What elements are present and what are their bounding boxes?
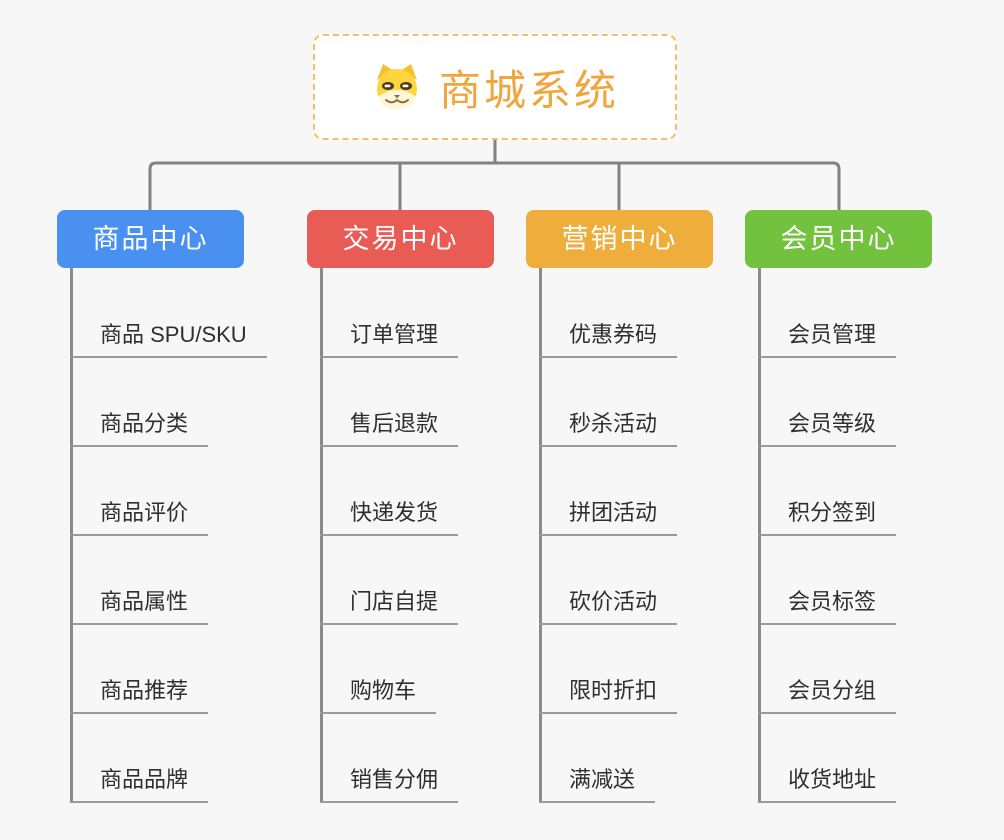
branch-marketing-center: 营销中心 优惠券码 秒杀活动 拼团活动 砍价活动 限时折扣 满减送 bbox=[526, 210, 766, 810]
branch-member-center: 会员中心 会员管理 会员等级 积分签到 会员标签 会员分组 收货地址 bbox=[745, 210, 985, 810]
leaf-node-product-brand[interactable]: 商品品牌 bbox=[70, 765, 209, 803]
branch-node-member-center[interactable]: 会员中心 bbox=[745, 210, 932, 268]
root-node[interactable]: 商城系统 bbox=[313, 34, 677, 140]
leaf-node-member-level[interactable]: 会员等级 bbox=[758, 409, 897, 447]
leaf-node-aftersale-refund[interactable]: 售后退款 bbox=[320, 409, 459, 447]
leaf-node-product-recommend[interactable]: 商品推荐 bbox=[70, 676, 209, 714]
leaf-node-order-management[interactable]: 订单管理 bbox=[320, 320, 459, 358]
leaf-node-member-tag[interactable]: 会员标签 bbox=[758, 587, 897, 625]
leaf-node-member-management[interactable]: 会员管理 bbox=[758, 320, 897, 358]
branch-product-center: 商品中心 商品 SPU/SKU 商品分类 商品评价 商品属性 商品推荐 商品品牌 bbox=[57, 210, 297, 810]
branch-node-marketing-center[interactable]: 营销中心 bbox=[526, 210, 713, 268]
root-title: 商城系统 bbox=[438, 66, 619, 114]
leaf-node-bargain-activity[interactable]: 砍价活动 bbox=[539, 587, 678, 625]
leaf-node-store-pickup[interactable]: 门店自提 bbox=[320, 587, 459, 625]
leaf-node-points-checkin[interactable]: 积分签到 bbox=[758, 498, 897, 536]
dog-face-icon bbox=[376, 64, 417, 109]
branch-node-product-center[interactable]: 商品中心 bbox=[57, 210, 244, 268]
branch-node-trade-center[interactable]: 交易中心 bbox=[307, 210, 494, 268]
leaf-node-product-spu-sku[interactable]: 商品 SPU/SKU bbox=[70, 320, 267, 358]
branch-trade-center: 交易中心 订单管理 售后退款 快递发货 门店自提 购物车 销售分佣 bbox=[307, 210, 547, 810]
leaf-node-shopping-cart[interactable]: 购物车 bbox=[320, 676, 437, 714]
leaf-node-coupon-code[interactable]: 优惠券码 bbox=[539, 320, 678, 358]
leaf-node-limited-time-discount[interactable]: 限时折扣 bbox=[539, 676, 678, 714]
leaf-node-express-shipping[interactable]: 快递发货 bbox=[320, 498, 459, 536]
leaf-node-member-group[interactable]: 会员分组 bbox=[758, 676, 897, 714]
leaf-node-sales-commission[interactable]: 销售分佣 bbox=[320, 765, 459, 803]
leaf-node-shipping-address[interactable]: 收货地址 bbox=[758, 765, 897, 803]
leaf-node-product-category[interactable]: 商品分类 bbox=[70, 409, 209, 447]
leaf-node-flash-sale[interactable]: 秒杀活动 bbox=[539, 409, 678, 447]
leaf-node-group-buy[interactable]: 拼团活动 bbox=[539, 498, 678, 536]
leaf-node-product-attribute[interactable]: 商品属性 bbox=[70, 587, 209, 625]
leaf-node-product-review[interactable]: 商品评价 bbox=[70, 498, 209, 536]
leaf-node-spend-save[interactable]: 满减送 bbox=[539, 765, 656, 803]
